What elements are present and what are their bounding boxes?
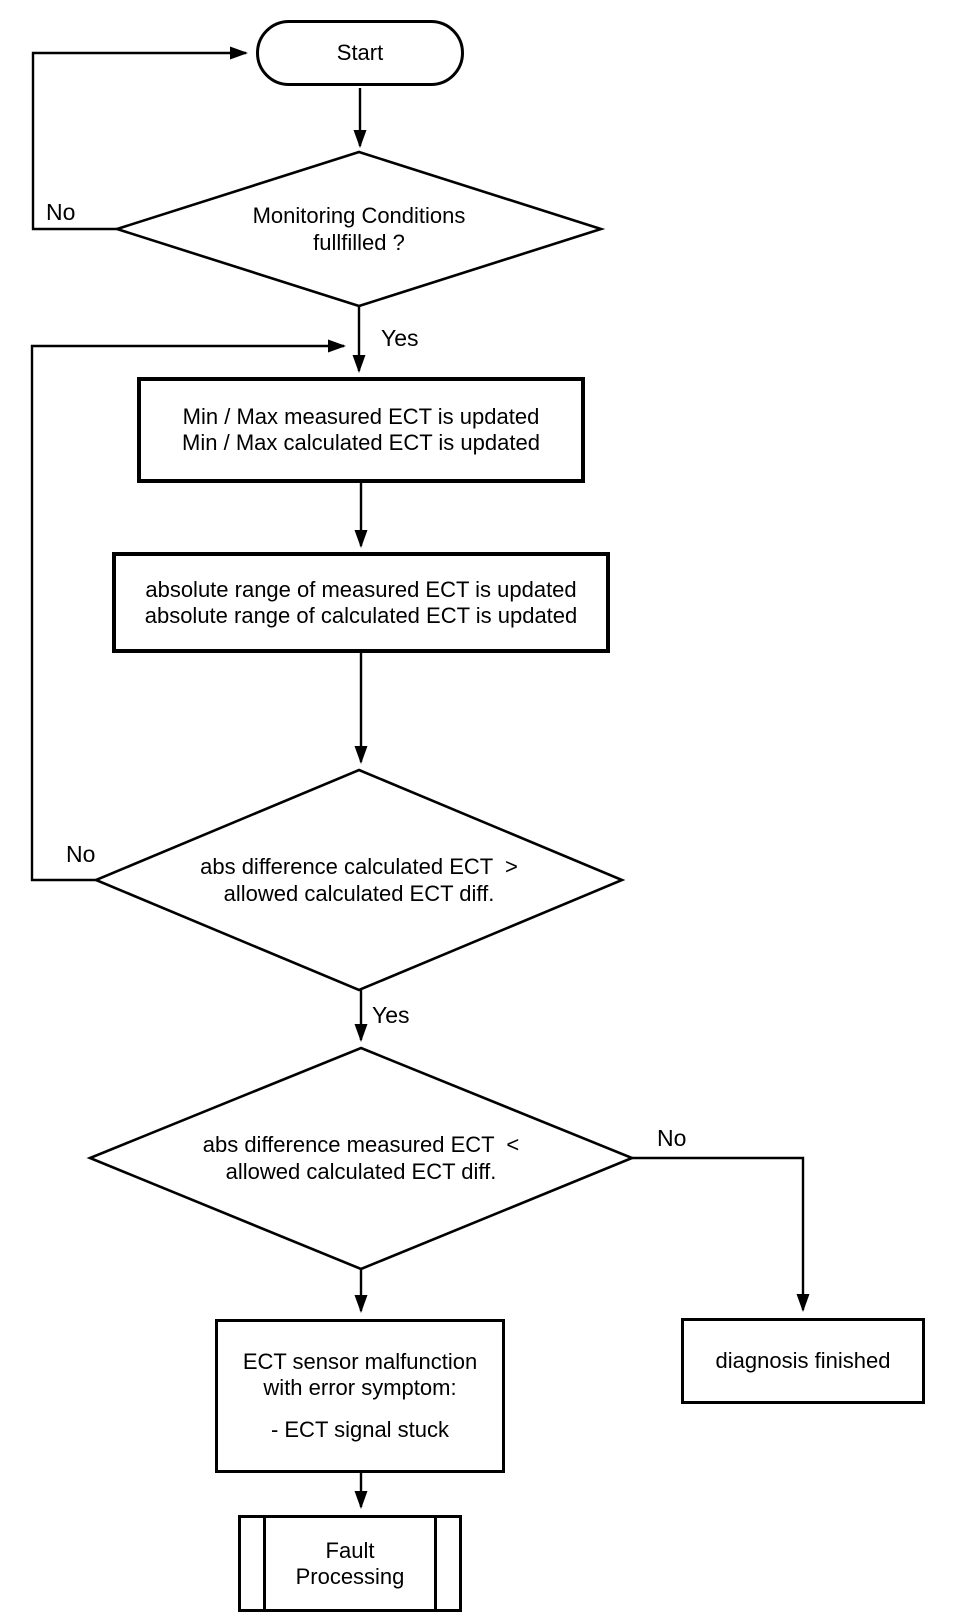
edge-no-meas-diff-to-diagnosis-finished xyxy=(632,1156,810,1312)
decision-calc-diff-line-2: allowed calculated ECT diff. xyxy=(223,881,495,906)
decision-meas-diff-line-2: allowed calculated ECT diff. xyxy=(225,1159,497,1184)
process-minmax-line-2: Min / Max calculated ECT is updated xyxy=(182,430,540,455)
start-node: Start xyxy=(256,20,464,86)
edge-label-yes-calc-diff: Yes xyxy=(370,1002,412,1028)
process-malfunction-line-3: - ECT signal stuck xyxy=(270,1417,450,1442)
diagnosis-finished-node: diagnosis finished xyxy=(681,1318,925,1404)
diagnosis-finished-label: diagnosis finished xyxy=(715,1348,891,1373)
edge-label-yes-monitoring: Yes xyxy=(379,325,421,351)
process-absrange-line-2: absolute range of calculated ECT is upda… xyxy=(144,602,578,628)
fault-processing-line-2: Processing xyxy=(295,1563,405,1589)
fault-processing-node: Fault Processing xyxy=(238,1515,462,1612)
process-minmax-line-1: Min / Max measured ECT is updated xyxy=(182,404,540,429)
edge-label-no-meas-diff: No xyxy=(655,1125,689,1151)
process-absrange-node: absolute range of measured ECT is update… xyxy=(112,552,610,653)
decision-calc-diff-line-1: abs difference calculated ECT > xyxy=(200,854,518,879)
start-label: Start xyxy=(336,40,384,65)
edge-label-no-calc-diff: No xyxy=(64,841,98,867)
decision-meas-diff-shape xyxy=(86,1046,636,1271)
decision-monitoring-line-1: Monitoring Conditions xyxy=(252,203,466,228)
edge-label-no-monitoring: No xyxy=(44,199,78,225)
decision-meas-diff-line-1: abs difference measured ECT < xyxy=(202,1132,520,1157)
process-malfunction-line-1: ECT sensor malfunction xyxy=(242,1349,478,1374)
fault-processing-line-1: Fault xyxy=(325,1537,375,1563)
decision-monitoring-text: Monitoring Conditions fullfilled ? xyxy=(159,197,559,261)
process-minmax-node: Min / Max measured ECT is updated Min / … xyxy=(137,377,585,483)
decision-calc-diff-shape xyxy=(92,768,626,992)
decision-meas-diff-text: abs difference measured ECT < allowed ca… xyxy=(141,1125,581,1191)
edge-no-loop-calc-diff-to-yes-line xyxy=(30,339,346,882)
fault-processing-right-bar xyxy=(434,1518,437,1609)
decision-monitoring-shape xyxy=(112,150,606,308)
fault-processing-left-bar xyxy=(263,1518,266,1609)
edge-no-loop-monitoring-to-start xyxy=(31,46,248,231)
decision-monitoring-line-2: fullfilled ? xyxy=(313,230,405,255)
decision-calc-diff-text: abs difference calculated ECT > allowed … xyxy=(139,847,579,913)
process-malfunction-node: ECT sensor malfunction with error sympto… xyxy=(215,1319,505,1473)
process-absrange-line-1: absolute range of measured ECT is update… xyxy=(145,576,577,602)
process-malfunction-line-2: with error symptom: xyxy=(263,1375,457,1400)
